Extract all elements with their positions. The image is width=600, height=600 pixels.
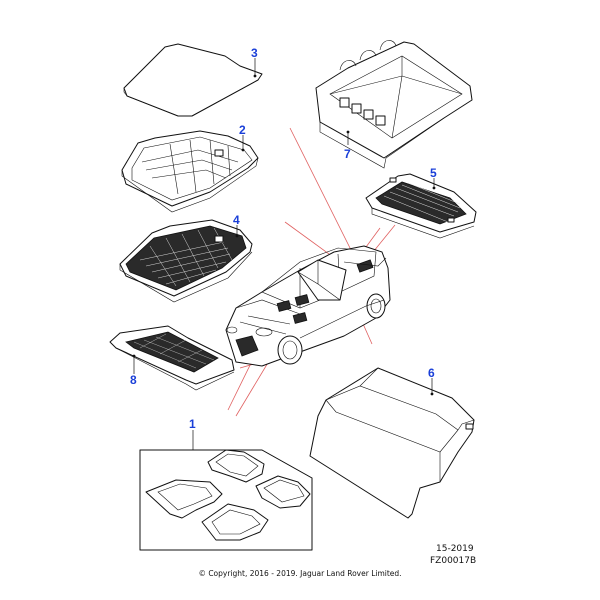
date-code: 15-2019: [436, 544, 474, 554]
part-3-loadspace-mat: [123, 43, 263, 117]
callout-5: 5: [430, 166, 437, 180]
part-1-floor-mats-set: [139, 449, 313, 551]
callout-1: 1: [189, 417, 196, 431]
part-5-boot-mat-rails: [365, 173, 477, 239]
part-8-rear-mat: [109, 325, 235, 391]
callout-2: 2: [239, 123, 246, 137]
callout-numbers: 3 2 4 5 7 6 8 1: [130, 46, 437, 431]
part-2-boot-liner: [121, 130, 259, 213]
callout-3: 3: [251, 46, 258, 60]
callout-6: 6: [428, 366, 435, 380]
part-7-boot-protector: [315, 40, 473, 169]
part-4-boot-mat-ribbed: [119, 219, 253, 303]
car-illustration: [225, 245, 391, 367]
callout-leaders: [132, 58, 436, 450]
callout-7: 7: [344, 147, 351, 161]
guide-line-7: [289, 127, 361, 269]
part-6-boot-liner-tub: [309, 367, 475, 519]
copyright-notice: © Copyright, 2016 - 2019. Jaguar Land Ro…: [198, 569, 401, 578]
figure-id: FZ00017B: [430, 556, 476, 566]
callout-8: 8: [130, 373, 137, 387]
callout-4: 4: [233, 213, 240, 227]
